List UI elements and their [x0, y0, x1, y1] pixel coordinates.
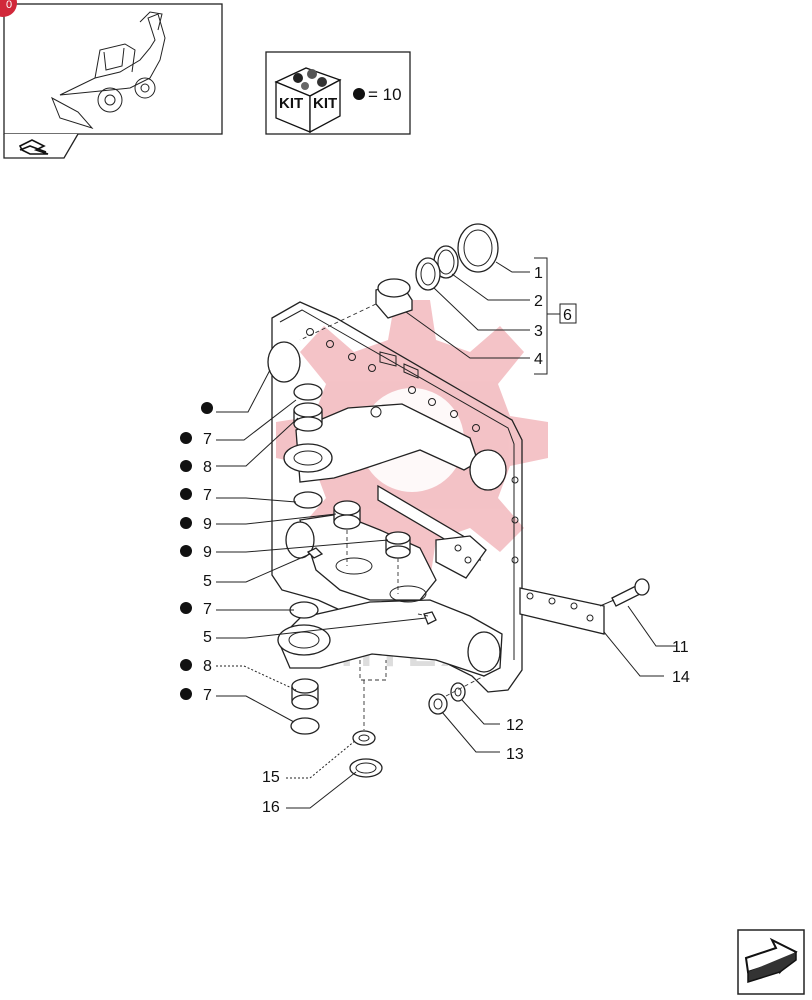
kit-bullet-icon — [180, 517, 192, 529]
callout-12: 12 — [506, 717, 524, 734]
kit-box-icon: KIT KIT — [274, 67, 342, 134]
callout-16: 16 — [262, 799, 280, 816]
callout-8b: 8 — [203, 658, 212, 675]
kit-bullet-icon — [180, 659, 192, 671]
callout-7a: 7 — [203, 431, 212, 448]
kit-bullet-icon — [180, 688, 192, 700]
kit-bullet-icon — [201, 402, 213, 414]
next-page-arrow-icon[interactable] — [737, 929, 805, 995]
grease-fitting-upper — [306, 547, 324, 559]
leader-lines — [216, 261, 676, 809]
callout-9b: 9 — [203, 544, 212, 561]
kit-bullet-icon — [180, 460, 192, 472]
kit-bullet-icon — [180, 488, 192, 500]
bolt-11 — [599, 578, 650, 607]
callout-5a: 5 — [203, 573, 212, 590]
machine-thumbnail[interactable]: 0 — [0, 0, 223, 135]
callout-9a: 9 — [203, 516, 212, 533]
bushing-4 — [375, 278, 413, 319]
callout-3: 3 — [534, 323, 543, 340]
swing-frame-casting — [267, 301, 605, 693]
bushing-9-lower — [385, 531, 411, 559]
kit-label-right: KIT — [313, 95, 337, 112]
callout-1: 1 — [534, 265, 543, 282]
kit-bullet-icon — [180, 602, 192, 614]
kit-bullet-icon — [353, 88, 365, 100]
corner-badge — [0, 0, 17, 17]
bushing-9-upper — [333, 500, 361, 530]
grease-fitting-lower — [417, 611, 437, 625]
kit-quantity-text: = 10 — [368, 85, 402, 104]
corner-badge-text: 0 — [6, 0, 12, 11]
bushing-stack-upper — [293, 383, 323, 509]
seal-ring-1 — [457, 223, 499, 273]
kit-bullet-icon — [180, 432, 192, 444]
kit-legend: KIT KIT = 10 — [265, 51, 411, 135]
kit-label-left: KIT — [279, 95, 303, 112]
callout-8a: 8 — [203, 459, 212, 476]
callout-14: 14 — [672, 669, 690, 686]
group-label-6: 6 — [563, 307, 572, 324]
callout-7d: 7 — [203, 687, 212, 704]
callout-7c: 7 — [203, 601, 212, 618]
callout-7b: 7 — [203, 487, 212, 504]
backhoe-loader-illustration — [51, 11, 166, 130]
callout-11: 11 — [672, 639, 689, 656]
callout-labels: 1 2 3 4 7 8 7 9 9 5 7 5 8 7 15 16 11 14 … — [180, 265, 690, 816]
callout-2: 2 — [534, 293, 543, 310]
callout-15: 15 — [262, 769, 280, 786]
callout-13: 13 — [506, 746, 524, 763]
bushing-stack-lower — [289, 601, 320, 735]
forward-arrow-icon[interactable] — [3, 133, 79, 159]
callout-4: 4 — [534, 351, 543, 368]
washer-15 — [352, 730, 376, 746]
spacer-ring-3 — [415, 257, 441, 291]
nut-13 — [428, 693, 448, 715]
callout-5b: 5 — [203, 629, 212, 646]
kit-bullet-icon — [180, 545, 192, 557]
group-bracket: 6 — [534, 257, 577, 375]
shim-16 — [349, 758, 383, 778]
